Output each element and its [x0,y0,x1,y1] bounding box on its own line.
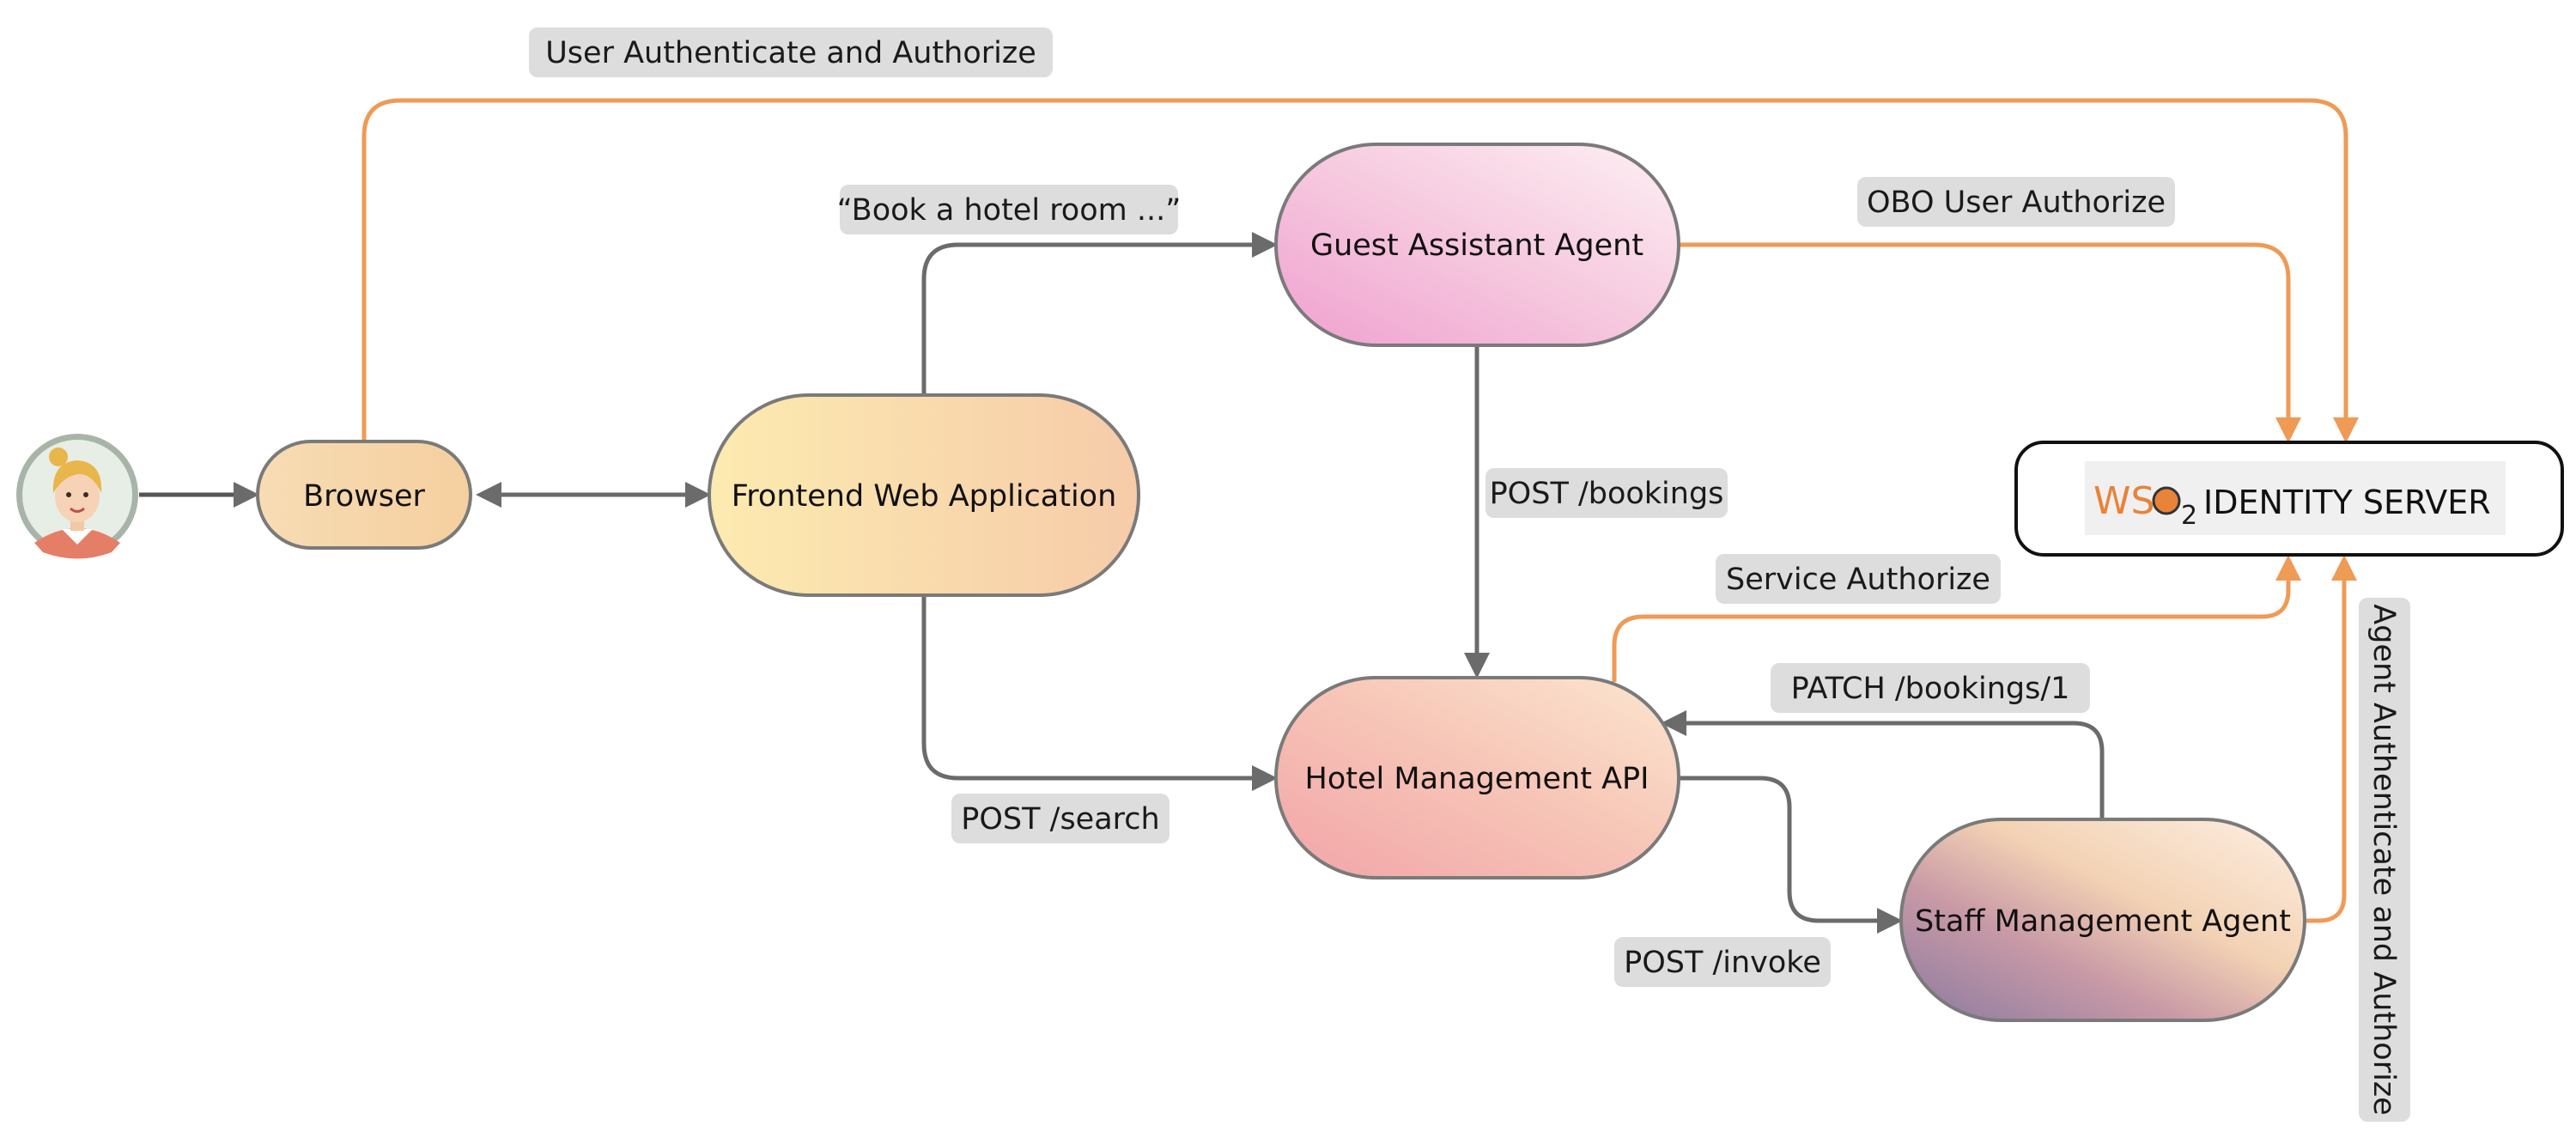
svg-text:PATCH /bookings/1: PATCH /bookings/1 [1791,672,2070,706]
frontend-label: Frontend Web Application [732,479,1117,514]
label-post-search: POST /search [951,794,1170,843]
browser-node: Browser [256,440,472,550]
svg-text:POST /bookings: POST /bookings [1490,477,1724,511]
label-service-authorize: Service Authorize [1716,554,2001,604]
user-avatar [16,434,138,559]
svg-text:User Authenticate and Authoriz: User Authenticate and Authorize [545,36,1036,70]
label-agent-auth: Agent Authenticate and Authorize [2359,598,2410,1122]
edge-user-authenticate [361,98,2359,443]
edge-service-authorize [1612,555,2301,682]
wso2-logo-subscript: 2 [2181,501,2197,531]
label-patch-bookings: PATCH /bookings/1 [1771,663,2090,713]
identity-server-label: IDENTITY SERVER [2203,484,2491,521]
svg-text:POST /search: POST /search [961,802,1159,837]
hotel-api-node: Hotel Management API [1274,676,1680,879]
wso2-logo-icon [2152,486,2181,515]
edge-staff-to-hotel-api [1661,710,2105,819]
svg-text:Agent Authenticate and Authori: Agent Authenticate and Authorize [2366,604,2401,1115]
label-post-invoke: POST /invoke [1614,937,1831,987]
staff-agent-label: Staff Management Agent [1915,904,2291,939]
guest-agent-label: Guest Assistant Agent [1310,228,1643,263]
edge-obo-authorize [1679,242,2301,443]
frontend-node: Frontend Web Application [708,393,1140,597]
label-user-auth: User Authenticate and Authorize [529,27,1053,77]
browser-label: Browser [303,479,425,514]
edge-frontend-to-hotel-api [921,595,1278,791]
svg-text:POST /invoke: POST /invoke [1624,946,1821,980]
edge-agent-authenticate [2306,555,2357,923]
svg-text:Service Authorize: Service Authorize [1726,563,1990,597]
staff-agent-node: Staff Management Agent [1899,818,2306,1022]
label-book-prompt: “Book a hotel room ...” [837,185,1182,234]
guest-agent-node: Guest Assistant Agent [1274,143,1680,347]
label-obo-authorize: OBO User Authorize [1857,177,2175,227]
svg-text:“Book a hotel room ...”: “Book a hotel room ...” [837,193,1182,228]
edge-hotel-to-staff-agent [1679,776,1903,934]
svg-text:OBO User Authorize: OBO User Authorize [1867,186,2166,220]
edge-frontend-to-guest-agent [921,232,1278,395]
wso2-logo-text: WS [2093,479,2154,523]
hotel-api-label: Hotel Management API [1305,762,1649,796]
label-post-bookings: POST /bookings [1485,468,1728,518]
identity-server-node: WS 2 IDENTITY SERVER [2014,441,2564,557]
